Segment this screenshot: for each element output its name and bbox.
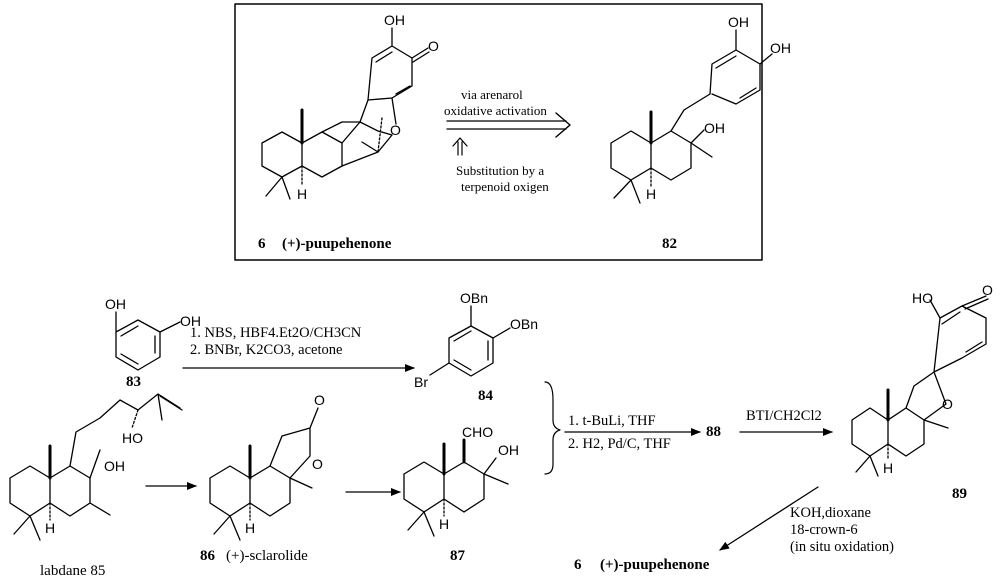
step-84-88-line-2: 2. H2, Pd/C, THF: [568, 436, 671, 452]
structure-82: [610, 29, 773, 204]
retro-arrow: [452, 137, 468, 156]
product-6-number: 6: [574, 557, 582, 573]
atom-h-89: H: [883, 460, 894, 476]
structure-86: [209, 407, 319, 541]
structure-84: [429, 305, 511, 377]
target-name: (+)-puupehenone: [282, 236, 392, 252]
structure-83: [115, 311, 181, 371]
atom-o-86-carbonyl: O: [314, 392, 325, 408]
atom-o-6-ether: O: [390, 122, 401, 138]
precursor-number: 82: [662, 236, 677, 252]
compound-86-number: 86: [200, 548, 215, 564]
atom-oh-87: OH: [498, 442, 519, 458]
arrow-89-6: [719, 486, 819, 551]
atom-oh-82-a: OH: [728, 14, 749, 30]
atom-h-86: H: [245, 520, 256, 536]
compound-85: labdane 85: [40, 563, 106, 579]
structure-87: [403, 438, 509, 537]
compound-83: 83: [126, 374, 141, 390]
step-83-84-line-1: 1. NBS, HBF4.Et2O/CH3CN: [190, 325, 362, 341]
target-number: 6: [258, 236, 266, 252]
atom-oh-83-b: OH: [180, 313, 201, 329]
retro-arrow-text-2: terpenoid oxigen: [461, 179, 549, 194]
retrosynthesis-box: [234, 3, 763, 261]
structure-6-puupehenone: [261, 27, 430, 200]
atom-h-85: H: [45, 520, 56, 536]
atom-o-6-ketone: O: [428, 38, 439, 54]
step-88-89: BTI/CH2Cl2: [746, 408, 822, 424]
step-83-84-line-2: 2. BNBr, K2CO3, acetone: [190, 342, 343, 358]
atom-h-6: H: [297, 186, 308, 202]
step-84-88-line-1: 1. t-BuLi, THF: [568, 413, 656, 429]
atom-oh-82-b: OH: [770, 40, 791, 56]
retro-arrow-text-1: Substitution by a: [456, 163, 545, 178]
reaction-brace: [544, 381, 561, 475]
forward-arrow-text-2: oxidative activation: [444, 103, 547, 118]
atom-h-82: H: [646, 186, 657, 202]
compound-89: 89: [952, 486, 967, 502]
atom-oh-6: OH: [384, 12, 405, 28]
compound-88: 88: [706, 424, 721, 440]
atom-br-84: Br: [414, 374, 428, 390]
compound-87: 87: [450, 548, 465, 564]
step-89-6-line-1: KOH,dioxane: [790, 505, 871, 521]
atom-obn-84-b: OBn: [510, 316, 539, 332]
structure-85: [9, 393, 183, 541]
forward-double-arrow: [446, 120, 567, 130]
atom-ho-89: HO: [912, 290, 933, 306]
atom-h-87: H: [439, 516, 450, 532]
atom-ho-85: HO: [122, 430, 143, 446]
product-6-name: (+)-puupehenone: [600, 557, 710, 573]
step-89-6-line-3: (in situ oxidation): [790, 539, 894, 555]
structure-89: [851, 295, 989, 477]
compound-86-name: (+)-sclarolide: [226, 548, 308, 564]
step-89-6-line-2: 18-crown-6: [790, 522, 858, 538]
atom-oh-82-c: OH: [704, 120, 725, 136]
atom-o-86-ring: O: [312, 456, 323, 472]
atom-o-89-ether: O: [942, 396, 953, 412]
atom-oh-85: OH: [104, 458, 125, 474]
atom-o-89-ketone: O: [982, 282, 993, 298]
compound-84: 84: [478, 388, 493, 404]
atom-cho-87: CHO: [462, 424, 494, 440]
atom-oh-83-a: OH: [105, 296, 126, 312]
forward-arrow-text-1: via arenarol: [461, 87, 523, 102]
atom-obn-84-a: OBn: [460, 290, 489, 306]
